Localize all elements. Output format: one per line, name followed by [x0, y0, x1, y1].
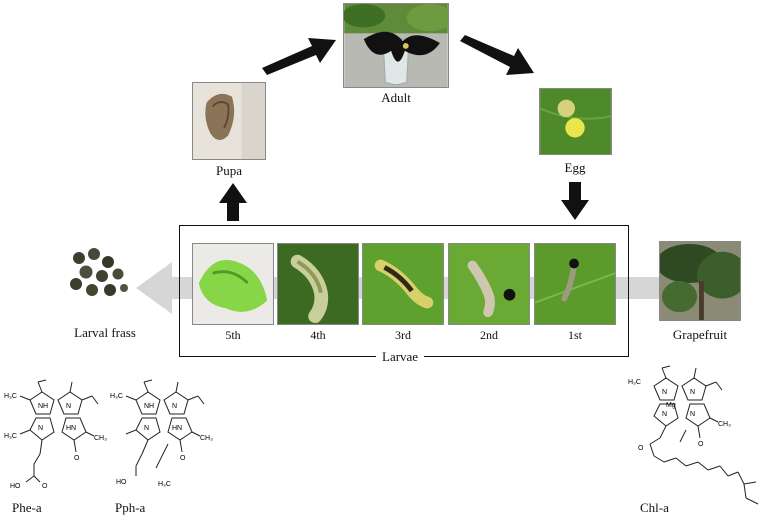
phe-a-o-acid: O — [42, 483, 48, 490]
instar-2nd-photo — [448, 243, 530, 325]
pph-a-hn: HN — [172, 425, 182, 432]
chl-a-structure: Mg N N N N H₃C CH₃ O O — [624, 364, 774, 514]
chl-a-h3c: H₃C — [628, 379, 641, 386]
arrow-adult-to-egg — [456, 33, 536, 78]
instar-3rd-label: 3rd — [363, 328, 443, 343]
phe-a-n-bottom: N — [38, 425, 43, 432]
pph-a-h3c-ester: H₃C — [158, 481, 171, 488]
pph-a-h3c: H₃C — [110, 393, 123, 400]
chl-a-n-2: N — [690, 389, 695, 396]
pupa-photo — [192, 82, 266, 160]
chl-a-n-4: N — [690, 411, 695, 418]
chl-a-n-3: N — [662, 411, 667, 418]
chl-a-o: O — [698, 441, 704, 448]
chl-a-ch3: CH₃ — [718, 421, 731, 428]
arrow-pupa-to-adult — [258, 30, 338, 75]
pupa-label: Pupa — [204, 163, 254, 179]
egg-photo — [539, 88, 612, 155]
chl-a-label: Chl-a — [640, 500, 669, 516]
chl-a-o-ester: O — [638, 445, 644, 452]
instar-5th-label: 5th — [193, 328, 273, 343]
phe-a-h3c: H₃C — [4, 393, 17, 400]
phe-a-n-top: N — [66, 403, 71, 410]
phe-a-structure: NH N N HN H₃C H₃C CH₃ O HO O — [0, 378, 110, 496]
larvae-label: Larvae — [376, 349, 424, 365]
pph-a-ho: HO — [116, 479, 127, 486]
phe-a-o: O — [74, 455, 80, 462]
pph-a-n-top: N — [172, 403, 177, 410]
pph-a-label: Pph-a — [115, 500, 145, 516]
pph-a-ch3: CH₃ — [200, 435, 213, 442]
frass-label: Larval frass — [55, 325, 155, 341]
pph-a-n-bottom: N — [144, 425, 149, 432]
arrow-larvae-to-pupa — [219, 183, 247, 221]
phe-a-h3c-lower: H₃C — [4, 433, 17, 440]
chl-a-n-1: N — [662, 389, 667, 396]
instar-1st-photo — [534, 243, 616, 325]
phe-a-nh: NH — [38, 403, 48, 410]
phe-a-ho: HO — [10, 483, 21, 490]
pph-a-structure: NH N N HN H₃C CH₃ O HO H₃C — [106, 378, 216, 496]
adult-label: Adult — [371, 90, 421, 106]
instar-3rd-photo — [362, 243, 444, 325]
instar-5th-photo — [192, 243, 274, 325]
larval-frass-image — [64, 244, 134, 306]
arrow-egg-to-larvae — [561, 182, 589, 220]
pph-a-o: O — [180, 455, 186, 462]
adult-photo — [343, 3, 449, 88]
grapefruit-label: Grapefruit — [659, 327, 741, 343]
phe-a-label: Phe-a — [12, 500, 42, 516]
instar-4th-photo — [277, 243, 359, 325]
instar-4th-label: 4th — [278, 328, 358, 343]
instar-1st-label: 1st — [535, 328, 615, 343]
pph-a-nh: NH — [144, 403, 154, 410]
chl-a-mg: Mg — [666, 402, 676, 409]
grapefruit-photo — [659, 241, 741, 321]
egg-label: Egg — [550, 160, 600, 176]
phe-a-hn: HN — [66, 425, 76, 432]
instar-2nd-label: 2nd — [449, 328, 529, 343]
